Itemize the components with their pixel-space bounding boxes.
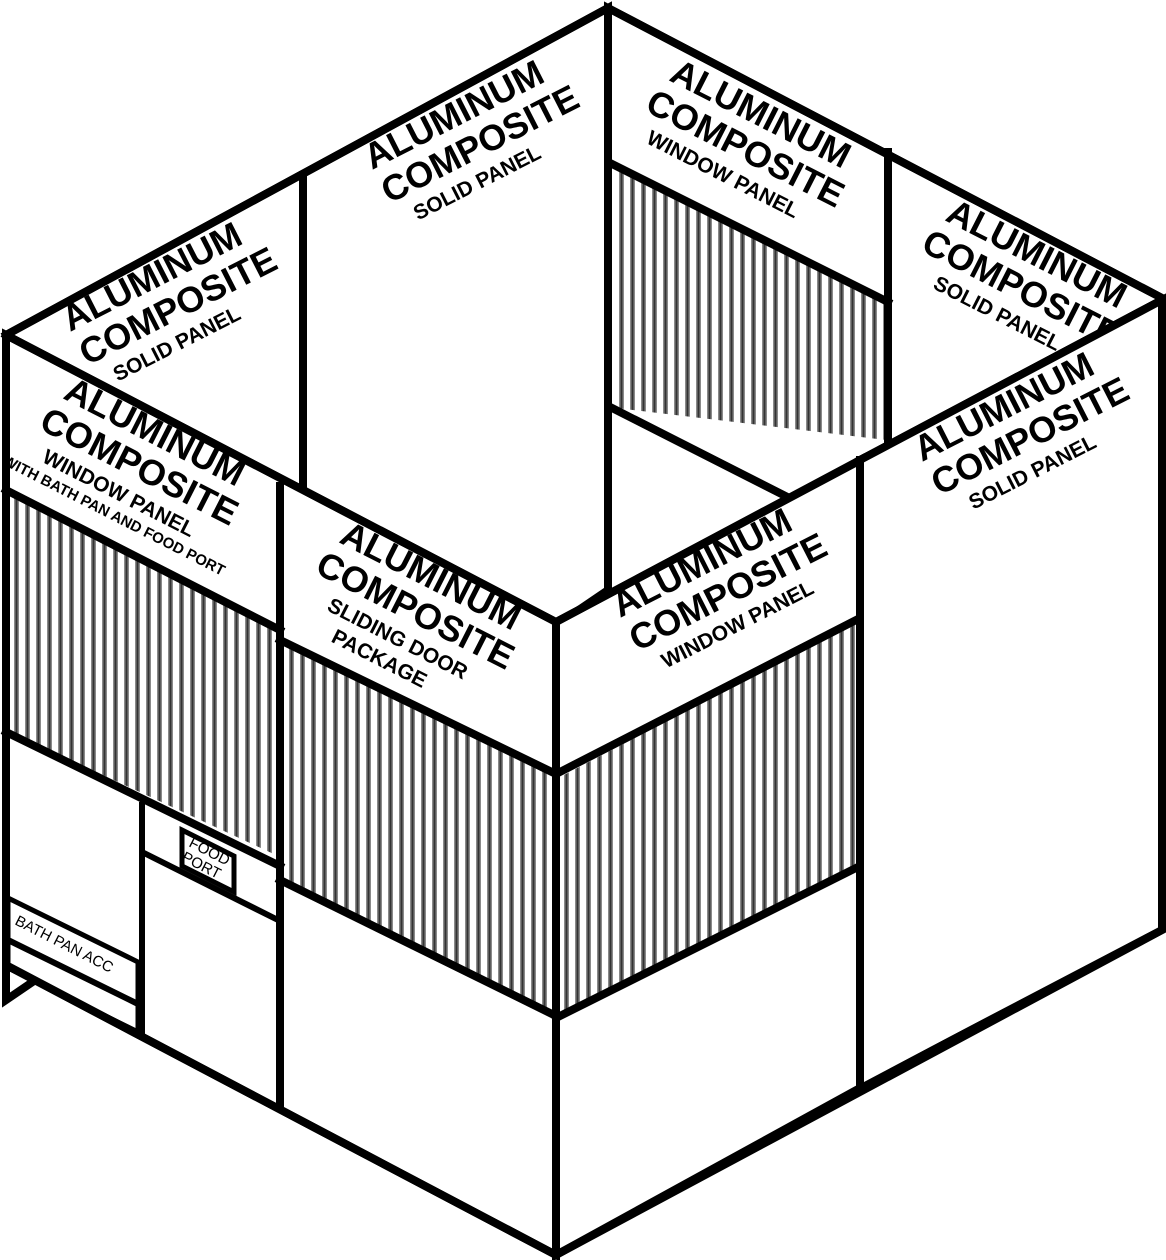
front-left-window-bottom-b [274,874,562,1022]
front-right-window-bars [562,622,856,1016]
food-port-box [179,825,237,897]
right-outer-top [854,294,1166,466]
back-right-window-top [606,158,894,308]
front-right-window-bottom [550,860,866,1024]
front-left-window-top-b [274,634,562,780]
front-left-window-bars-a [10,496,278,856]
front-right-window-top [550,612,866,780]
right-outer-cover [864,306,1158,1082]
bath-pan-line [6,937,140,1007]
front-left-window-bars-b [282,642,552,1012]
base-outline [2,296,1166,1260]
front-left-window-bottom-a [0,726,286,872]
food-port-shelf [140,849,280,923]
back-right-window-bars [616,166,886,440]
front-left-window-top-a [0,484,286,636]
